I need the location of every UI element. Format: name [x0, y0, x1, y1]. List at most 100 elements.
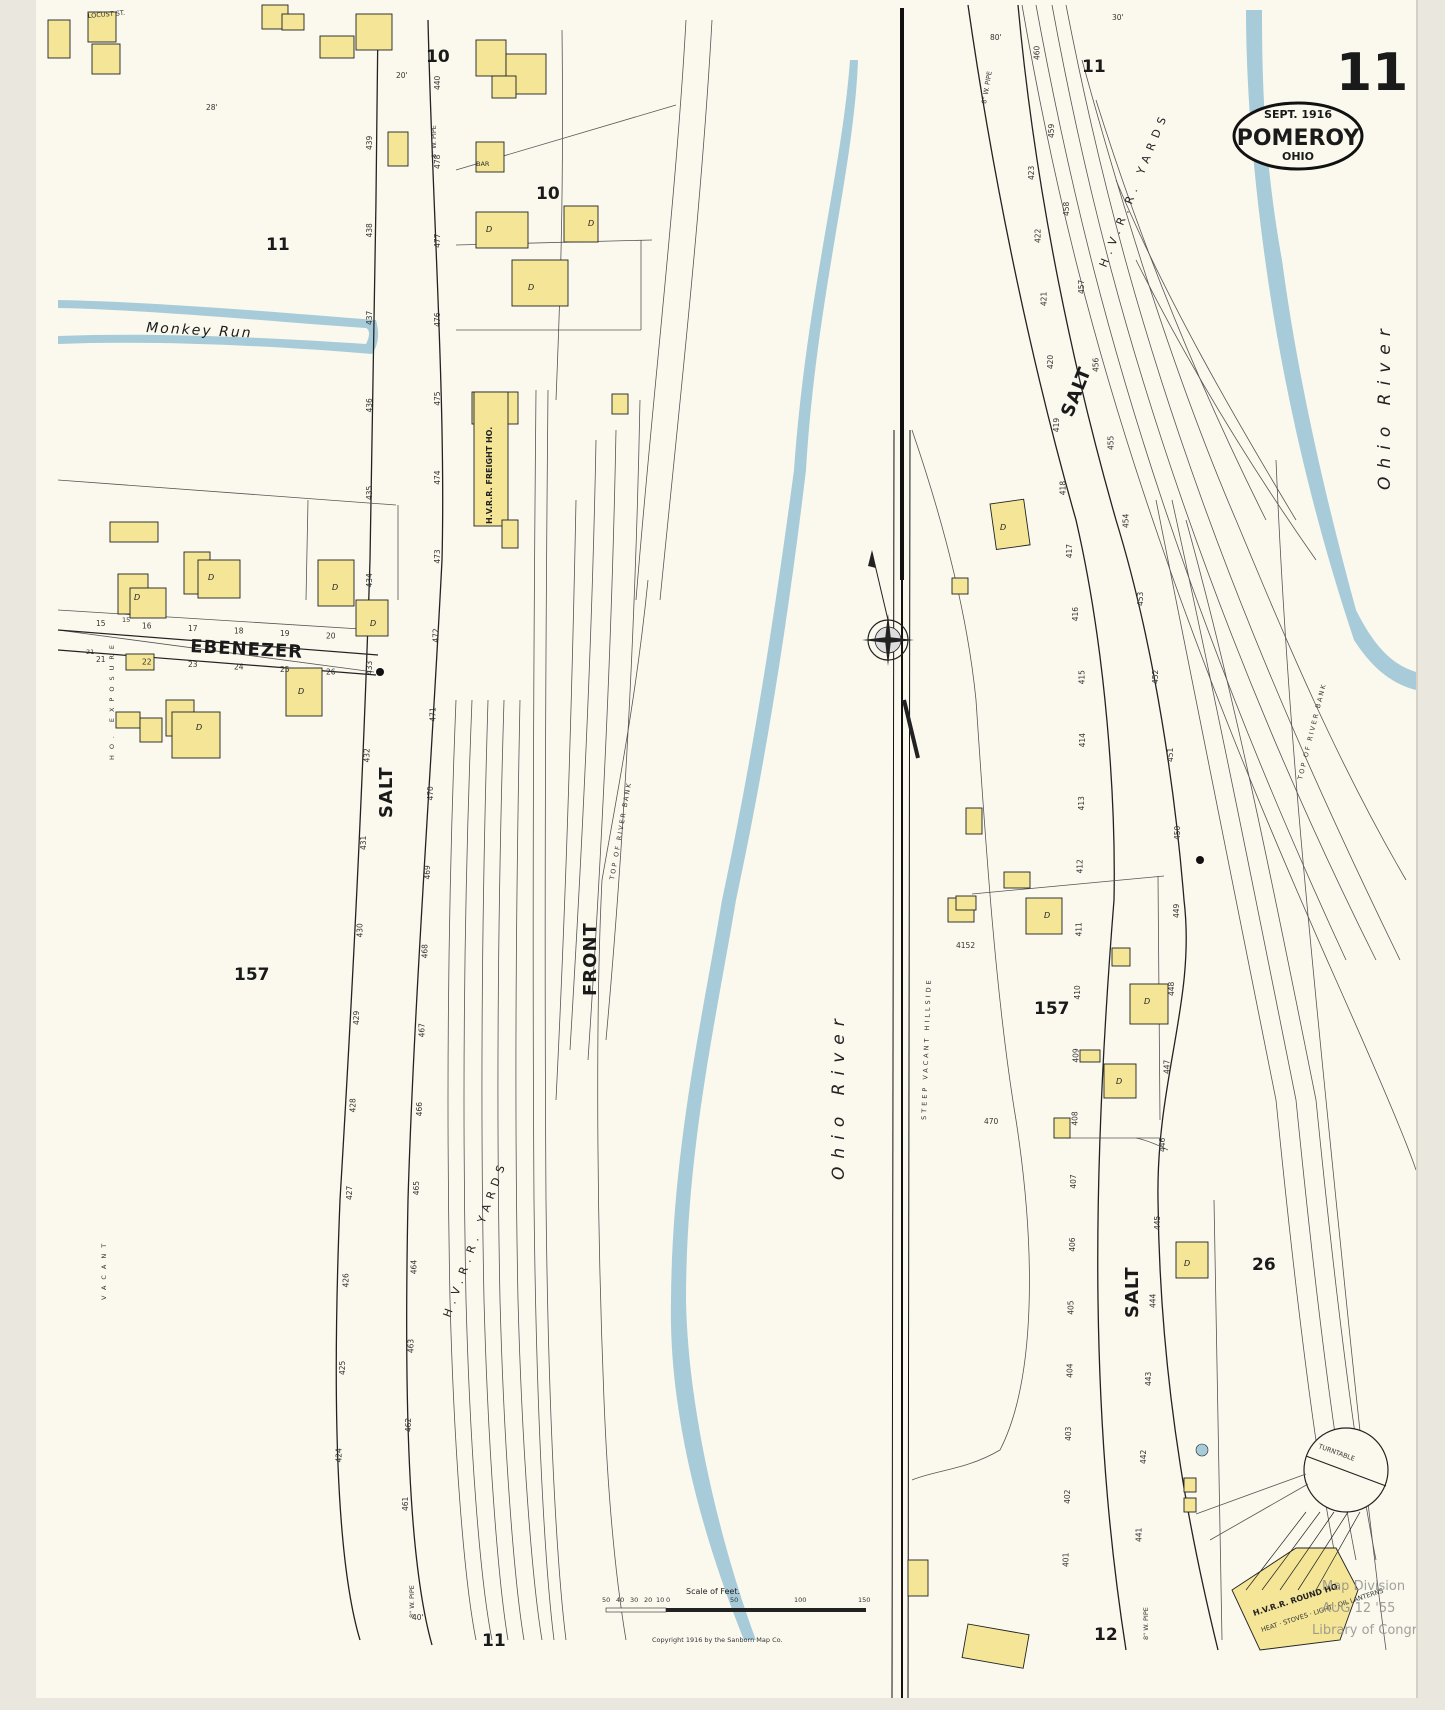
address-number: 441	[1134, 1527, 1143, 1542]
address-number: 20'	[396, 71, 408, 80]
address-numbers: 4394384374364354344334324314304294284274…	[96, 13, 1182, 1622]
address-number: 411	[1074, 922, 1083, 937]
address-number: 17	[188, 624, 198, 633]
address-number: 466	[415, 1102, 424, 1117]
title-cartouche: SEPT. 1916 POMEROY OHIO	[1232, 101, 1364, 171]
copyright-note: Copyright 1916 by the Sanborn Map Co.	[652, 1636, 783, 1644]
water-pipe-label: 8" W. PIPE	[1142, 1607, 1150, 1640]
dwelling-label: D	[370, 619, 376, 628]
block-11-top-right: 11	[1082, 57, 1106, 77]
address-number: 413	[1077, 796, 1086, 811]
address-number: 462	[404, 1418, 413, 1433]
scale-tick: 150	[858, 1596, 870, 1604]
address-number: 450	[1173, 825, 1182, 840]
address-number: 477	[433, 233, 442, 248]
address-number: 412	[1076, 859, 1085, 874]
address-number: 455	[1107, 435, 1116, 450]
address-number: 474	[433, 470, 442, 485]
street-salt-left: SALT	[376, 766, 397, 818]
address-number: 414	[1078, 733, 1087, 748]
outbuilding	[1053, 1117, 1071, 1139]
address-number: 405	[1067, 1300, 1076, 1315]
left-buildings[interactable]	[47, 4, 629, 759]
shed	[961, 1623, 1030, 1669]
address-number: 408	[1070, 1111, 1079, 1126]
freight-house-label: H.V.R.R. FREIGHT HO.	[485, 427, 494, 524]
address-number: 23	[188, 660, 198, 669]
dwelling-label: D	[1184, 1259, 1190, 1268]
scale-tick: 50	[602, 1596, 610, 1604]
address-number: 404	[1065, 1363, 1074, 1378]
address-number: 4152	[956, 941, 975, 950]
address-number: 456	[1092, 357, 1101, 372]
hvrr-tracks-right	[1021, 4, 1417, 1651]
address-number: 80'	[990, 33, 1002, 42]
address-number: 406	[1068, 1237, 1077, 1252]
outbuilding	[907, 1559, 929, 1597]
block-157-left: 157	[234, 965, 270, 985]
outbuilding	[1079, 1049, 1101, 1063]
dwelling-label: D	[332, 583, 338, 592]
address-number: 465	[412, 1181, 421, 1196]
outbuilding	[139, 717, 163, 743]
address-number: 26	[326, 668, 336, 677]
address-number: 457	[1077, 279, 1086, 294]
hvrr-round-house[interactable]: H.V.R.R. ROUND HO. HEAT · STOVES · LIGHT…	[1231, 1511, 1384, 1651]
address-number: 426	[342, 1273, 351, 1288]
salt-street-right-east-edge	[1017, 4, 1219, 1651]
address-number: 22	[142, 658, 152, 667]
dwelling	[1175, 1241, 1209, 1279]
dwelling	[91, 43, 121, 75]
scale-title: Scale of Feet.	[686, 1587, 740, 1596]
address-number: 442	[1139, 1449, 1148, 1464]
address-number: 436	[365, 398, 374, 413]
turntable[interactable]: TURNTABLE	[1195, 1427, 1389, 1541]
address-number: 475	[433, 391, 442, 406]
address-number: 443	[1144, 1371, 1153, 1386]
outbuilding	[491, 75, 517, 99]
dwelling	[129, 587, 167, 619]
scale-tick: 50	[730, 1596, 738, 1604]
address-number: 410	[1073, 985, 1082, 1000]
address-number: 419	[1052, 418, 1061, 433]
block-26: 26	[1252, 1255, 1276, 1275]
outbuilding	[1183, 1477, 1197, 1493]
outbuilding	[115, 711, 141, 729]
top-of-river-bank-left	[597, 579, 649, 1641]
dwelling	[989, 498, 1031, 551]
address-number: 453	[1136, 591, 1145, 606]
scale-tick: 20	[644, 1596, 652, 1604]
dwelling	[475, 39, 507, 77]
right-buildings[interactable]	[907, 498, 1209, 1669]
sanborn-map[interactable]: Scale of Feet. 50 40 30 20 10 0 50 100 1…	[36, 0, 1439, 1699]
freight-house-annex	[501, 519, 519, 549]
dwelling-label: D	[1116, 1077, 1122, 1086]
block-12: 12	[1094, 1625, 1118, 1645]
block-10-top: 10	[426, 47, 450, 67]
address-number: 463	[407, 1339, 416, 1354]
address-number: 18	[234, 627, 244, 636]
address-number: 467	[418, 1023, 427, 1038]
title-date: SEPT. 1916	[1264, 108, 1332, 121]
ohio-river-channel	[670, 60, 858, 1640]
address-number: 16	[142, 622, 152, 631]
dwelling	[171, 711, 221, 759]
address-number: 28'	[206, 103, 218, 112]
hydrant-icon	[376, 668, 384, 676]
lot-number: 15	[122, 616, 130, 624]
ebenezer-street-north	[57, 629, 379, 656]
dwelling-label: D	[1044, 911, 1050, 920]
address-number: 459	[1047, 123, 1056, 138]
dwelling	[511, 259, 569, 307]
brick-building	[47, 19, 71, 59]
address-number: 420	[1046, 355, 1055, 370]
stamp-line: AUG 12 '55	[1322, 1601, 1395, 1616]
address-number: 464	[409, 1260, 418, 1275]
address-number: 428	[349, 1098, 358, 1113]
water-pipe-label: 8" W. PIPE	[980, 71, 994, 105]
address-number: 460	[1032, 45, 1041, 60]
address-number: 454	[1121, 513, 1130, 528]
address-number: 432	[363, 748, 372, 763]
address-number: 452	[1151, 669, 1160, 684]
street-locust: LOCUST ST.	[87, 9, 125, 20]
